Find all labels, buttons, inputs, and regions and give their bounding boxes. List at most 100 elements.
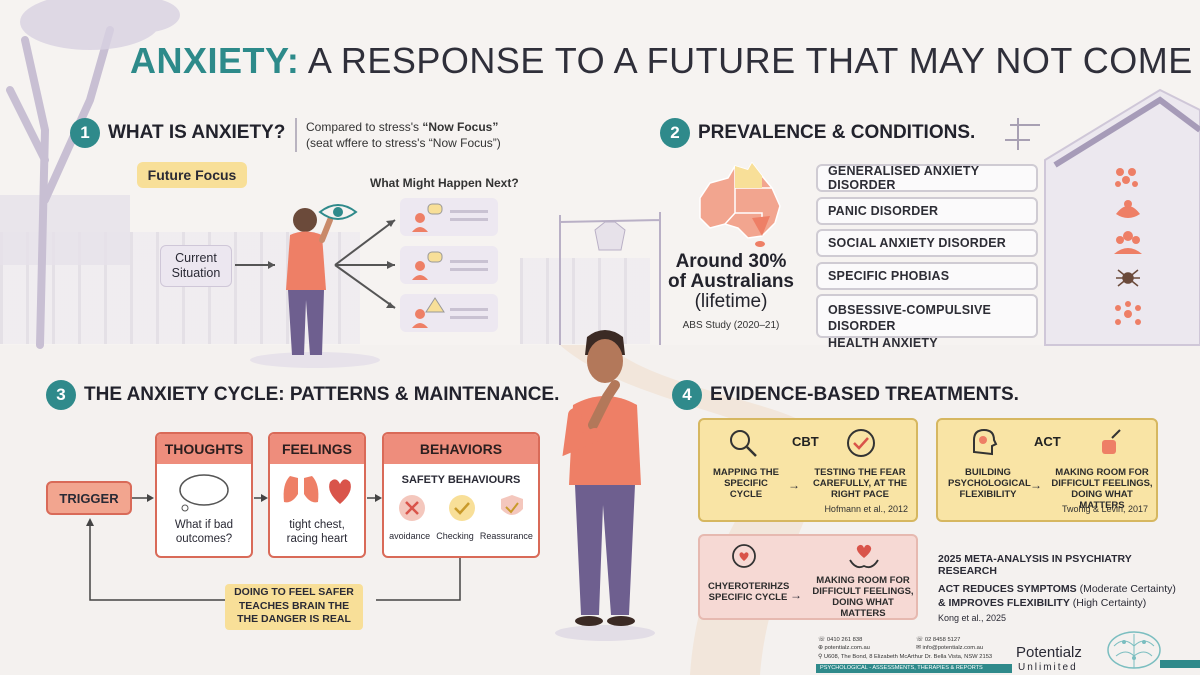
cbt-name: CBT	[792, 434, 819, 449]
cbt-card: CBT MAPPING THE SPECIFIC CYCLE → TESTING…	[698, 418, 918, 522]
section1-number: 1	[70, 118, 100, 148]
contact-block: ☏ 0410 261 838 ☏ 02 8458 5127 ⊕ potentia…	[818, 636, 1014, 661]
section4-number: 4	[672, 380, 702, 410]
footer-tagline: PSYCHOLOGICAL - ASSESSMENTS, THERAPIES &…	[816, 664, 1012, 673]
brand-name: Potentialz	[1016, 644, 1082, 661]
stat-source: ABS Study (2020–21)	[682, 320, 780, 331]
contact-phone1: ☏ 0410 261 838	[818, 637, 863, 643]
behaviors-box: BEHAVIORS SAFETY BEHAVIOURS avoidance Ch…	[382, 432, 540, 558]
dots-icon	[1115, 168, 1138, 187]
page-title: ANXIETY: A RESPONSE TO A FUTURE THAT MAY…	[130, 40, 1193, 82]
current-situation-chip: Current Situation	[160, 245, 232, 287]
compare-line2: (seat wffere to stress's “Now Focus”)	[306, 136, 501, 150]
worried-person-icon	[412, 203, 488, 232]
condition-social: SOCIAL ANXIETY DISORDER	[816, 229, 1038, 257]
loop-note: DOING TO FEEL SAFER TEACHES BRAIN THE TH…	[225, 584, 363, 630]
panic-icon	[1116, 200, 1140, 218]
condition-phobias: SPECIFIC PHOBIAS	[816, 262, 1038, 290]
behavior-checking: Checking	[436, 531, 474, 541]
stat-line2: of Australians	[668, 270, 794, 292]
thoughts-box: THOUGHTS What if bad outcomes?	[155, 432, 253, 558]
contact-address: ⚲ U608, The Bond, 8 Elizabeth McArthur D…	[818, 653, 993, 660]
health-icon	[1115, 301, 1141, 325]
thoughts-text: What if bad outcomes?	[174, 519, 234, 545]
fence-middle	[520, 258, 650, 344]
lungs-heart-icon	[283, 476, 351, 504]
behaviors-head: BEHAVIORS	[384, 434, 538, 464]
loop-note-1: DOING TO FEEL SAFER	[234, 586, 354, 598]
behavior-icons	[399, 495, 523, 521]
feelings-text: tight chest, racing heart	[286, 519, 348, 545]
stat-line3: (lifetime)	[694, 290, 768, 312]
combined-step1: CHYEROTERIHZS SPECIFIC CYCLE	[708, 581, 790, 603]
meta-cite: Kong et al., 2025	[938, 613, 1007, 623]
condition-health: HEALTH ANXIETY	[828, 335, 938, 350]
meta-line2: & IMPROVES FLEXIBILITY (High Certainty)	[938, 597, 1147, 609]
possibility-card-1	[400, 198, 498, 236]
section3-number: 3	[46, 380, 76, 410]
possibility-card-3	[400, 294, 498, 332]
hand-icon	[1102, 429, 1121, 454]
check-icon	[449, 495, 475, 521]
head-icon	[973, 428, 998, 456]
behaviors-labels: avoidance Checking Reassurance	[384, 531, 538, 541]
loop-note-3: THE DANGER IS REAL	[237, 613, 351, 626]
title-rest: A RESPONSE TO A FUTURE THAT MAY NOT COME	[307, 40, 1193, 81]
prevalence-stat: Around 30% of Australians (lifetime)	[668, 252, 794, 312]
behavior-reassurance: Reassurance	[479, 531, 533, 541]
section4-title: EVIDENCE-BASED TREATMENTS.	[710, 384, 1019, 405]
act-cite: Twohig & Levin, 2017	[1061, 504, 1148, 514]
warning-person-icon	[412, 297, 488, 328]
condition-panic: PANIC DISORDER	[816, 197, 1038, 225]
australia-map-icon	[699, 161, 781, 247]
thought-cloud-icon	[179, 474, 229, 512]
combined-step2: MAKING ROOM FOR DIFFICULT FEELINGS, DOIN…	[812, 575, 914, 619]
eye-icon	[318, 204, 358, 220]
meta-analysis: 2025 META-ANALYSIS IN PSYCHIATRY RESEARC…	[938, 553, 1188, 623]
section1-title: WHAT IS ANXIETY?	[108, 122, 286, 143]
act-card: ACT BUILDING PSYCHOLOGICAL FLEXIBILITY →…	[936, 418, 1158, 522]
act-step1: BUILDING PSYCHOLOGICAL FLEXIBILITY	[948, 467, 1031, 500]
shield-icon	[501, 495, 523, 515]
cross-icon	[399, 495, 425, 521]
magnifier-icon	[730, 430, 757, 457]
cycle-arrows	[86, 494, 461, 601]
contact-web: ⊕ potentialz.com.au	[818, 645, 870, 652]
title-accent: ANXIETY:	[130, 40, 300, 81]
section1-divider	[295, 118, 297, 152]
contact-phone2: ☏ 02 8458 5127	[916, 637, 961, 643]
section2-number: 2	[660, 118, 690, 148]
heart-hands-icon	[849, 544, 879, 569]
loop-note-2: TEACHES BRAIN THE	[238, 599, 350, 612]
brand-bar	[1160, 660, 1200, 668]
heart-head-icon	[732, 544, 756, 568]
cbt-cite: Hofmann et al., 2012	[824, 504, 908, 514]
section2-title: PREVALENCE & CONDITIONS.	[698, 122, 976, 143]
act-step2: MAKING ROOM FOR DIFFICULT FEELINGS, DOIN…	[1051, 467, 1153, 511]
meta-title: 2025 META-ANALYSIS IN PSYCHIATRY RESEARC…	[938, 553, 1132, 577]
section3-title: THE ANXIETY CYCLE: PATTERNS & MAINTENANC…	[84, 384, 560, 405]
compare-line1: Compared to stress's “Now Focus”	[306, 120, 499, 134]
condition-icons	[1114, 168, 1142, 325]
contact-email: ✉ info@potentialz.com.au	[916, 645, 984, 652]
group-icon	[1114, 231, 1142, 254]
safety-title: SAFETY BEHAVIOURS	[401, 474, 521, 486]
behavior-avoidance: avoidance	[389, 531, 431, 541]
condition-ocd-health: OBSESSIVE-COMPULSIVE DISORDER HEALTH ANX…	[816, 294, 1038, 350]
trigger-box: TRIGGER	[46, 481, 132, 515]
cbt-step2: TESTING THE FEAR CAREFULLY, AT THE RIGHT…	[812, 467, 908, 500]
act-name: ACT	[1034, 434, 1061, 449]
feelings-box: FEELINGS tight chest, racing heart	[268, 432, 366, 558]
cbt-arrow: →	[788, 478, 800, 492]
thinking-person-illustration	[555, 330, 655, 641]
thoughts-head: THOUGHTS	[157, 434, 251, 464]
house-left	[0, 195, 130, 265]
feelings-head: FEELINGS	[270, 434, 364, 464]
condition-ocd: OBSESSIVE-COMPULSIVE DISORDER	[828, 303, 992, 334]
brain-logo-icon	[1107, 631, 1161, 669]
stat-line1: Around 30%	[675, 251, 787, 272]
spider-icon	[1116, 269, 1140, 287]
combined-card: CHYEROTERIHZS SPECIFIC CYCLE → MAKING RO…	[698, 534, 918, 620]
condition-gad: GENERALISED ANXIETY DISORDER	[816, 164, 1038, 192]
speech-person-icon	[412, 251, 488, 280]
